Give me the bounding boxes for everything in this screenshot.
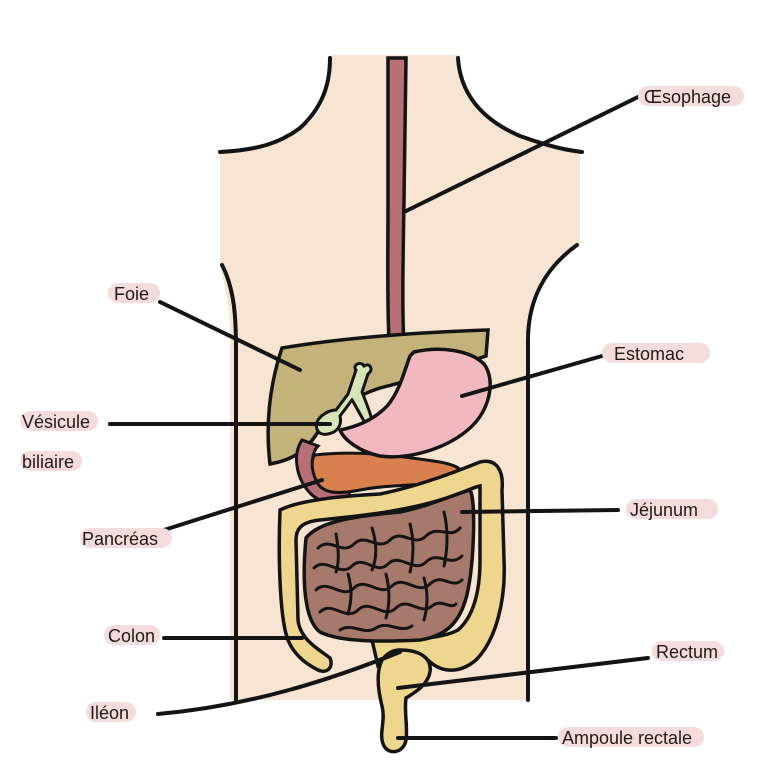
label-highlights: [20, 86, 744, 747]
label-liver: Foie: [114, 284, 149, 304]
label-rectal-ampulla: Ampoule rectale: [562, 728, 692, 748]
gallbladder: [314, 362, 374, 436]
highlight-ileum: [86, 702, 136, 722]
highlight-rectal-ampulla: [558, 727, 704, 747]
highlight-gallbladder-1: [20, 411, 98, 431]
torso-outline: [218, 56, 584, 702]
highlight-gallbladder-2: [20, 451, 82, 471]
highlight-esophagus: [638, 86, 744, 106]
label-gallbladder-line1: Vésicule: [22, 412, 90, 432]
label-pancreas: Pancréas: [82, 529, 158, 549]
rectum: [376, 648, 432, 754]
labels: Œsophage Foie Estomac Vésicule biliaire …: [22, 87, 731, 748]
leader-ileum: [156, 650, 402, 716]
leader-stomach: [460, 354, 604, 398]
highlight-liver: [108, 283, 160, 303]
stomach: [337, 347, 492, 459]
leader-liver: [158, 300, 302, 372]
label-colon: Colon: [108, 626, 155, 646]
leader-lines: [108, 94, 650, 740]
highlight-jejunum: [626, 499, 718, 519]
label-esophagus: Œsophage: [644, 87, 731, 107]
highlight-rectum: [652, 641, 724, 661]
label-jejunum: Jéjunum: [630, 500, 698, 520]
highlight-colon: [104, 625, 160, 645]
small-intestine: [302, 487, 476, 643]
colon: [277, 459, 506, 673]
label-ileum: Iléon: [90, 703, 129, 723]
highlight-pancreas: [80, 528, 172, 548]
leader-esophagus: [402, 94, 642, 214]
highlight-stomach: [602, 343, 710, 363]
leader-rectum: [396, 656, 650, 690]
label-stomach: Estomac: [614, 344, 684, 364]
label-gallbladder-line2: biliaire: [22, 452, 74, 472]
leader-pancreas: [162, 478, 324, 532]
label-rectum: Rectum: [656, 642, 718, 662]
leader-jejunum: [460, 508, 620, 514]
jejunum: [302, 487, 476, 643]
